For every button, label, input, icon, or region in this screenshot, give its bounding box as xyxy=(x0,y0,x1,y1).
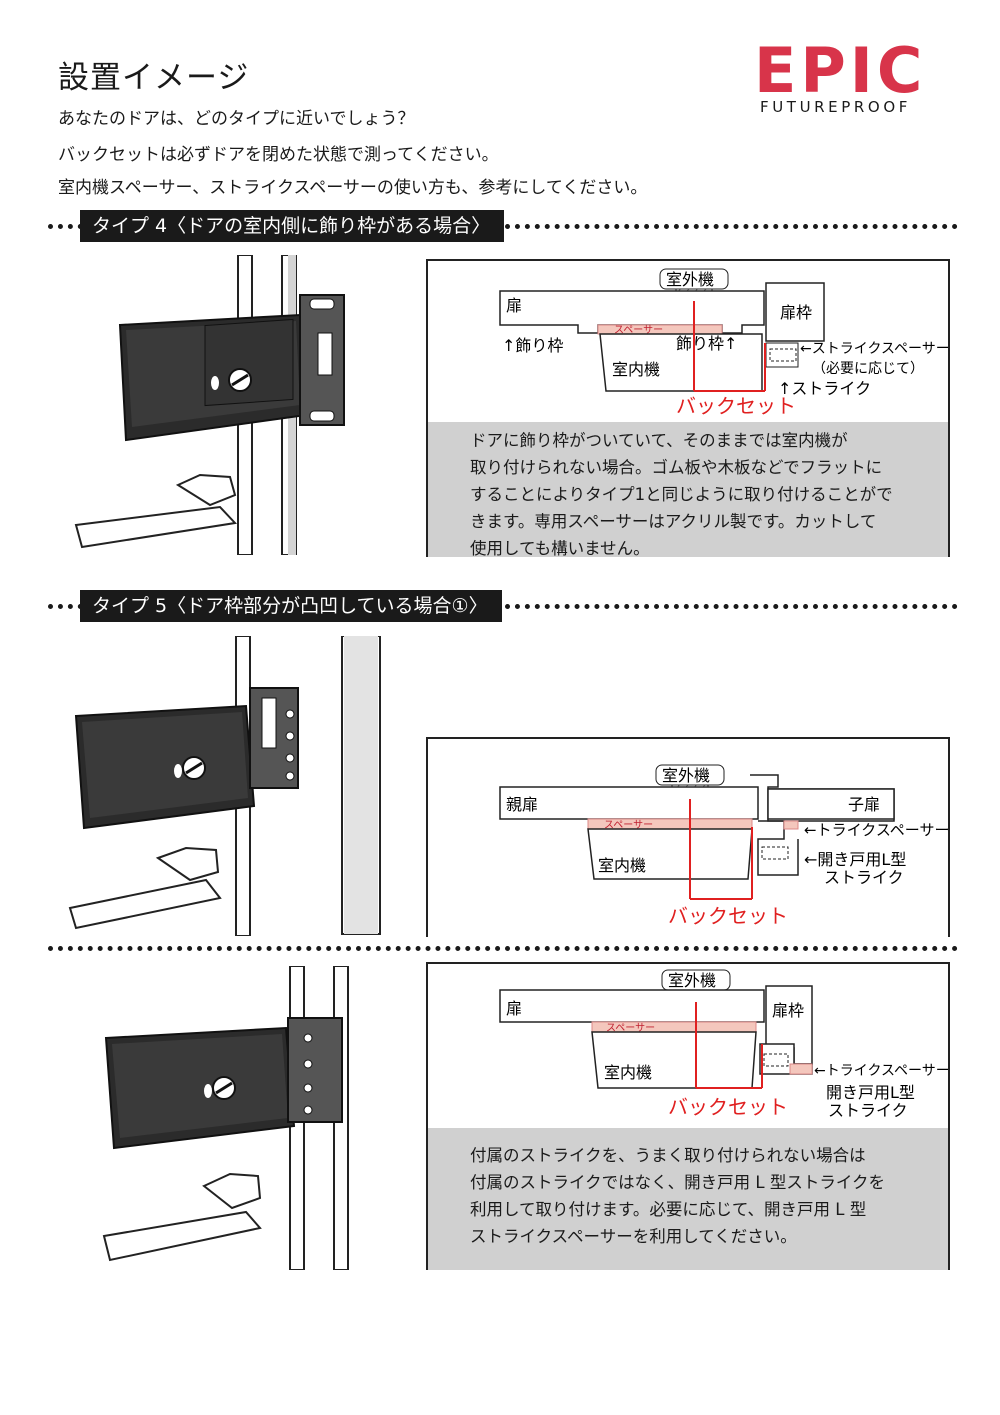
label-backset: バックセット xyxy=(676,394,796,418)
epic-logo: EPIC xyxy=(754,40,926,107)
intro-line-1: あなたのドアは、どのタイプに近いでしょう？ xyxy=(58,109,415,129)
label-indoor-unit: 室内機 xyxy=(612,360,660,379)
label-outdoor-unit: 室外機 xyxy=(666,270,714,289)
note-line: 付属のストライクではなく、開き戸用 L 型ストライクを xyxy=(470,1173,886,1192)
lock-illustration-type5-alt xyxy=(102,966,349,1270)
page-title: 設置イメージ xyxy=(58,60,250,96)
label-outdoor-unit: 室外機 xyxy=(662,766,710,785)
note-line: きます。専用スペーサーはアクリル製です。カットして xyxy=(470,512,877,531)
label-strike-spacer: ←トライクスペーサー xyxy=(804,821,948,839)
label-backset: バックセット xyxy=(668,904,788,928)
note-line: 使用しても構いません。 xyxy=(470,539,650,558)
section-tag-type5: タイプ 5〈ドア枠部分が凸凹している場合①〉 xyxy=(80,590,502,622)
logo-sub-text: FUTUREPROOF xyxy=(760,98,911,116)
label-indoor-unit: 室内機 xyxy=(604,1063,652,1082)
lock-illustration-type4 xyxy=(74,255,345,555)
section-tag-type4: タイプ 4〈ドアの室内側に飾り枠がある場合〉 xyxy=(80,210,505,242)
intro-line-2: バックセットは必ずドアを閉めた状態で測ってください。 xyxy=(58,145,499,165)
label-trim-left: ↑飾り枠 xyxy=(502,336,563,355)
label-strike-spacer-note: （必要に応じて） xyxy=(812,361,924,377)
label-backset: バックセット xyxy=(668,1095,788,1119)
label-door: 扉 xyxy=(506,999,522,1018)
label-door-frame: 扉枠 xyxy=(780,303,812,322)
note-line: ドアに飾り枠がついていて、そのままでは室内機が xyxy=(470,431,848,450)
note-type5-alt: 付属のストライクを、うまく取り付けられない場合は 付属のストライクではなく、開き… xyxy=(428,1128,948,1270)
label-strike-spacer: ←ストライクスペーサー xyxy=(800,341,948,357)
label-door-frame: 扉枠 xyxy=(772,1001,804,1020)
note-type4: ドアに飾り枠がついていて、そのままでは室内機が 取り付けられない場合。ゴム板や木… xyxy=(428,422,948,558)
label-indoor-unit: 室内機 xyxy=(598,856,646,875)
label-parent-door: 親扉 xyxy=(506,795,538,814)
label-outdoor-unit: 室外機 xyxy=(668,971,716,990)
note-line: 取り付けられない場合。ゴム板や木板などでフラットに xyxy=(470,458,883,477)
section-diagram-type5: 室外機 親扉 子扉 スペーサー 室内機 ←トライクスペーサー ←開き戸用L型 ス… xyxy=(499,764,948,928)
intro-line-3: 室内機スペーサー、ストライクスペーサーの使い方も、参考にしてください。 xyxy=(58,178,648,198)
label-spacer: スペーサー xyxy=(614,324,663,336)
label-door: 扉 xyxy=(506,296,522,315)
label-l-strike-2: ストライク xyxy=(828,1101,908,1120)
diagram-panel-type4: 室外機 扉 扉枠 スペーサー 室内機 ↑飾り枠 飾り枠↑ ←ストライクスペーサー… xyxy=(426,259,950,558)
label-strike: ↑ストライク xyxy=(778,379,871,398)
label-l-strike-1: ←開き戸用L型 xyxy=(804,850,906,869)
label-l-strike-1: 開き戸用L型 xyxy=(826,1083,915,1102)
diagram-panel-type5-alt: 室外機 扉 扉枠 スペーサー 室内機 ←トライクスペーサー 開き戸用L型 ストラ… xyxy=(426,962,950,1270)
note-line: ストライクスペーサーを利用してください。 xyxy=(470,1227,797,1246)
label-l-strike-2: ストライク xyxy=(824,868,904,887)
label-child-door: 子扉 xyxy=(848,795,880,814)
label-spacer: スペーサー xyxy=(606,1022,655,1034)
diagram-panel-type5: 室外機 親扉 子扉 スペーサー 室内機 ←トライクスペーサー ←開き戸用L型 ス… xyxy=(426,737,950,937)
section-diagram-type5-alt: 室外機 扉 扉枠 スペーサー 室内機 ←トライクスペーサー 開き戸用L型 ストラ… xyxy=(499,969,948,1120)
note-line: 付属のストライクを、うまく取り付けられない場合は xyxy=(470,1146,866,1165)
section-divider xyxy=(48,604,958,609)
note-line: 利用して取り付けます。必要に応じて、開き戸用 L 型 xyxy=(470,1200,867,1219)
label-strike-spacer: ←トライクスペーサー xyxy=(814,1063,948,1079)
label-spacer: スペーサー xyxy=(604,819,653,831)
lock-illustration-type5 xyxy=(68,636,381,936)
note-line: することによりタイプ1と同じように取り付けることがで xyxy=(470,485,893,504)
section-divider xyxy=(48,946,958,951)
logo-main-text: EPIC xyxy=(754,40,926,107)
section-diagram-type4: 室外機 扉 扉枠 スペーサー 室内機 ↑飾り枠 飾り枠↑ ←ストライクスペーサー… xyxy=(499,268,948,418)
label-trim-right: 飾り枠↑ xyxy=(676,334,737,353)
